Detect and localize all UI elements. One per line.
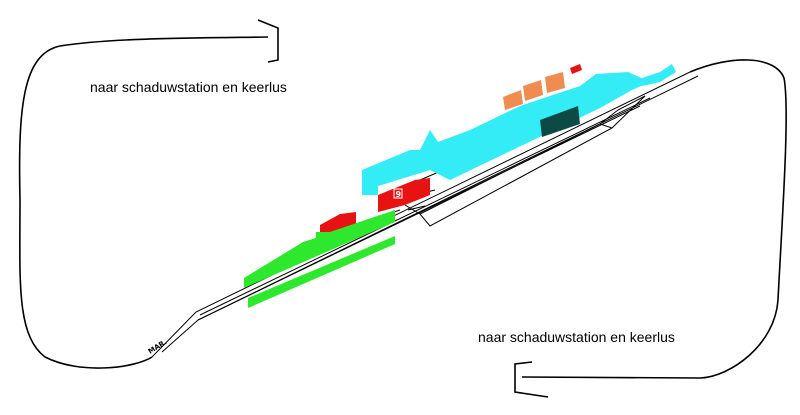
track-marker-label: MAR. [147,338,169,356]
left-loop-end-bracket [257,19,279,63]
platform-upper [244,210,395,288]
red-marker-top [570,64,582,74]
siding-loop-outer [404,95,646,227]
orange-building-3 [545,72,565,93]
dark-building [540,106,580,137]
siding-cross-1 [407,205,426,211]
station-building [362,72,650,195]
orange-buildings [503,72,565,110]
main-tracks [151,71,699,358]
orange-building-2 [523,80,543,101]
right-loop-end-bracket [514,361,549,398]
platform-lower [248,236,395,308]
red-buildings [320,178,430,238]
siding-cross-2 [599,123,613,129]
red-building-small [320,212,356,238]
loop-label-top: naar schaduwstation en keerlus [90,79,287,95]
station-sign-box [393,188,403,199]
station-sign-label: 9 [396,190,402,199]
red-building-main [378,178,430,212]
siding-loop-inner [419,95,646,215]
platforms [244,210,395,308]
siding-loop [404,95,646,227]
loop-label-bottom: naar schaduwstation en keerlus [478,329,675,345]
orange-building-1 [503,90,523,110]
right-return-loop [521,59,787,379]
station-canopy-right [636,64,676,86]
left-return-loop [18,36,269,369]
track-outer-upper [151,71,691,358]
